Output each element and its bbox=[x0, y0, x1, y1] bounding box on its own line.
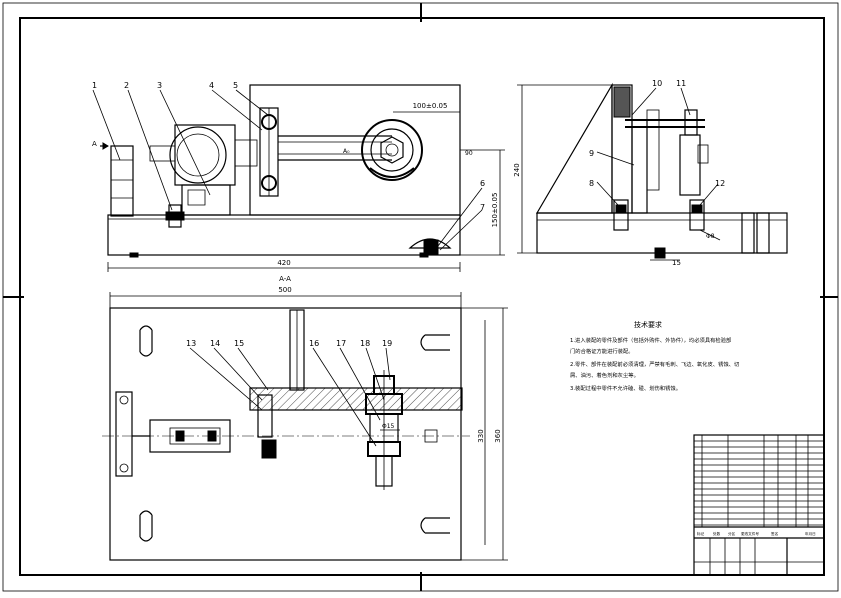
balloon-19: 19 bbox=[382, 339, 392, 348]
front-balloons: 1 2 3 4 5 6 7 bbox=[92, 81, 485, 212]
top-dim-width-outer: 360 bbox=[494, 429, 502, 442]
tb-label-1: 处数 bbox=[713, 531, 721, 536]
side-dim-bottom: 15 bbox=[672, 259, 681, 267]
front-view: 420 100±0.05 A₀ 90 150±0.05 A 1 2 3 4 5 … bbox=[92, 81, 505, 272]
front-dim-height: 150±0.05 bbox=[491, 193, 499, 228]
front-dim-small: A₀ bbox=[343, 148, 350, 155]
balloon-17: 17 bbox=[336, 339, 346, 348]
balloon-16: 16 bbox=[309, 339, 319, 348]
top-base-plate bbox=[109, 307, 462, 561]
balloon-18: 18 bbox=[360, 339, 370, 348]
balloon-9: 9 bbox=[589, 149, 594, 158]
top-dim-pin: Φ15 bbox=[382, 423, 395, 430]
balloon-5: 5 bbox=[233, 81, 238, 90]
tech-req-line-4: 屑、油污、着色剂和灰尘等。 bbox=[570, 371, 639, 379]
balloon-6: 6 bbox=[480, 179, 485, 188]
tech-req-line-5: 3.装配过程中零件不允许磕、碰、划伤和锈蚀。 bbox=[570, 384, 681, 392]
balloon-10: 10 bbox=[652, 79, 662, 88]
top-clamp-bar bbox=[249, 387, 463, 411]
balloon-1: 1 bbox=[92, 81, 97, 90]
tech-requirements: 技术要求 1.进入装配的零件及部件（包括外购件、外协件），均必须具有检验部 门的… bbox=[570, 320, 739, 392]
tb-label-3: 更改文件号 bbox=[741, 531, 759, 536]
section-label: A-A bbox=[279, 275, 291, 283]
front-dim-length: 420 bbox=[277, 259, 290, 267]
side-dim-height: 240 bbox=[513, 163, 521, 176]
title-block-labels: 标记 处数 分区 更改文件号 签名 年月日 bbox=[697, 531, 816, 536]
balloon-12: 12 bbox=[715, 179, 725, 188]
tech-req-line-1: 1.进入装配的零件及部件（包括外购件、外协件），均必须具有检验部 bbox=[570, 336, 732, 344]
front-base bbox=[107, 214, 461, 256]
front-view-marker: A bbox=[92, 140, 97, 148]
balloon-8: 8 bbox=[589, 179, 594, 188]
balloon-15: 15 bbox=[234, 339, 244, 348]
side-rib bbox=[535, 82, 613, 214]
tb-label-0: 标记 bbox=[697, 531, 705, 536]
top-dim-length: 500 bbox=[278, 286, 291, 294]
balloon-11: 11 bbox=[676, 79, 686, 88]
front-fixed-jaw bbox=[110, 145, 134, 217]
front-handwheel bbox=[361, 119, 423, 181]
balloon-2: 2 bbox=[124, 81, 129, 90]
tb-label-2: 分区 bbox=[728, 531, 736, 536]
workpiece-bore bbox=[169, 126, 227, 184]
balloon-13: 13 bbox=[186, 339, 196, 348]
side-view: 240 15 Φ8 8 9 10 11 12 bbox=[513, 79, 788, 267]
tb-label-5: 年月日 bbox=[805, 531, 816, 536]
balloon-7: 7 bbox=[480, 203, 485, 212]
top-dim-width-inner: 330 bbox=[477, 429, 485, 442]
centering-marks bbox=[3, 3, 838, 591]
tech-req-line-3: 2.零件、部件在装配前必须清理，严禁有毛刺、飞边、氧化皮、锈蚀、切 bbox=[570, 360, 739, 368]
side-dim-pin: Φ8 bbox=[706, 233, 715, 240]
balloon-4: 4 bbox=[209, 81, 214, 90]
side-balloons: 8 9 10 11 12 bbox=[589, 79, 725, 188]
tb-label-4: 签名 bbox=[771, 531, 779, 536]
title-block: 标记 处数 分区 更改文件号 签名 年月日 bbox=[693, 434, 825, 576]
front-dim-top: 100±0.05 bbox=[413, 102, 448, 110]
tech-req-line-2: 门的合格证方能进行装配。 bbox=[570, 347, 634, 355]
tech-req-title: 技术要求 bbox=[634, 320, 662, 329]
front-dim-mark: 90 bbox=[465, 150, 473, 157]
front-leaders bbox=[92, 89, 483, 251]
balloon-14: 14 bbox=[210, 339, 220, 348]
balloon-3: 3 bbox=[157, 81, 162, 90]
side-base bbox=[536, 212, 788, 254]
top-view: A-A 500 330 360 Φ15 13 14 15 16 17 18 19 bbox=[102, 275, 508, 561]
top-balloons: 13 14 15 16 17 18 19 bbox=[186, 339, 392, 348]
